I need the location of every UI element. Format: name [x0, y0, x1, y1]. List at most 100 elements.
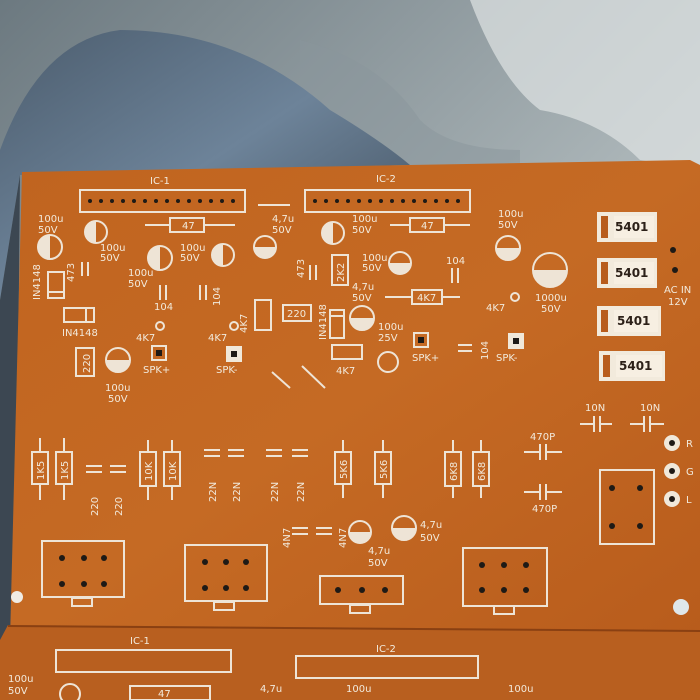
cap-10n-b: 10N [630, 403, 664, 432]
cap-470p-b: 470P [524, 484, 562, 515]
cap-100u-4: 100u 50V [180, 243, 235, 267]
svg-text:4K7: 4K7 [208, 333, 227, 344]
input-connector: R G L [599, 435, 694, 545]
svg-text:IC-1: IC-1 [150, 176, 170, 187]
spk-plus-left: SPK+ [143, 345, 170, 376]
svg-text:100u: 100u [378, 322, 403, 333]
svg-text:5401: 5401 [615, 266, 648, 280]
svg-text:IN4148: IN4148 [32, 264, 43, 300]
cap-104-a: 104 [154, 285, 173, 313]
svg-text:1000u: 1000u [535, 293, 567, 304]
resistor-1k5-b: 1K5 [55, 438, 73, 500]
svg-text:12V: 12V [668, 297, 688, 308]
resistor-5k6-b: 5K6 [374, 440, 392, 498]
resistor-10k-b: 10K [163, 440, 181, 500]
svg-text:L: L [686, 495, 692, 506]
spk-minus-left: SPK- [216, 346, 242, 376]
svg-text:104: 104 [480, 341, 491, 360]
svg-text:22N: 22N [208, 482, 219, 502]
cap-220-a: 220 [86, 465, 102, 516]
pot-footprint-1 [41, 540, 125, 607]
svg-text:5401: 5401 [617, 314, 650, 328]
svg-text:SPK+: SPK+ [143, 365, 170, 376]
cap-470p-a: 470P [524, 432, 562, 460]
cap-4u7-4: 4,7u 50V [391, 515, 442, 544]
svg-text:100u: 100u [508, 684, 533, 695]
resistor-47-a: 47 [145, 217, 235, 233]
svg-text:50V: 50V [541, 304, 561, 315]
diode-in4148-c: IN4148 [318, 304, 345, 340]
pot-footprint-4 [462, 547, 548, 615]
svg-text:IN4148: IN4148 [318, 304, 329, 340]
svg-text:4,7u: 4,7u [272, 214, 294, 225]
svg-text:100u: 100u [346, 684, 371, 695]
svg-text:50V: 50V [8, 686, 28, 697]
cap-100u-2: 100u 50V [84, 220, 125, 264]
svg-text:1K5: 1K5 [36, 461, 47, 480]
cap-100u-8: 100u 50V [105, 347, 131, 405]
svg-text:5401: 5401 [615, 220, 648, 234]
resistor-4k7-a: 4K7 [385, 289, 460, 305]
svg-text:4K7: 4K7 [239, 314, 250, 333]
svg-text:AC IN: AC IN [664, 285, 691, 296]
svg-text:50V: 50V [128, 279, 148, 290]
svg-text:22N: 22N [270, 482, 281, 502]
resistor-2k2: 2K2 [331, 254, 349, 286]
cap-22n-b: 22N [228, 449, 244, 502]
svg-text:100u: 100u [352, 214, 377, 225]
svg-text:100u: 100u [362, 253, 387, 264]
ic2-footprint-second: IC-2 [295, 644, 479, 679]
cap-473-mid: 473 [296, 259, 317, 280]
svg-text:IC-2: IC-2 [376, 644, 396, 655]
cap-100u-6: 100u 50V [495, 209, 523, 261]
svg-text:5K6: 5K6 [379, 460, 390, 479]
cap-10n-a: 10N [580, 403, 612, 432]
svg-text:473: 473 [296, 259, 307, 278]
ic1-footprint-second: IC-1 [55, 636, 232, 673]
svg-text:4,7u: 4,7u [420, 520, 442, 531]
spk-plus-right: SPK+ [412, 332, 439, 364]
svg-text:473: 473 [66, 263, 77, 282]
resistor-6k8-b: 6K8 [472, 440, 490, 498]
svg-text:100u: 100u [498, 209, 523, 220]
svg-text:220: 220 [114, 497, 125, 516]
resistor-6k8-a: 6K8 [444, 440, 462, 498]
svg-text:50V: 50V [362, 263, 382, 274]
cap-4n7-a: 4N7 [282, 527, 308, 548]
denim-leg [0, 30, 410, 300]
resistor-4k7-b: 4K7 [331, 344, 363, 377]
svg-text:IC-2: IC-2 [376, 174, 396, 185]
cap-4u7-2: 4,7u 50V [349, 282, 375, 331]
svg-text:50V: 50V [100, 253, 120, 264]
ic1-footprint: IC-1 [79, 176, 246, 213]
svg-text:SPK-: SPK- [496, 353, 518, 364]
svg-text:6K8: 6K8 [449, 462, 460, 481]
svg-text:50V: 50V [38, 225, 58, 236]
svg-text:470P: 470P [532, 504, 557, 515]
regulator-5401-2: 5401 [597, 258, 657, 288]
svg-text:R: R [686, 439, 693, 450]
regulator-5401-4: 5401 [599, 351, 665, 381]
regulator-5401-3: 5401 [597, 306, 661, 336]
svg-text:4K7: 4K7 [486, 303, 505, 314]
mount-hole-left [11, 591, 23, 603]
pcb-board-second [0, 625, 700, 700]
resistor-47-b: 47 [390, 217, 470, 233]
svg-text:100u: 100u [180, 243, 205, 254]
cap-22n-a: 22N [204, 449, 220, 502]
svg-text:220: 220 [90, 497, 101, 516]
resistor-5k6-a: 5K6 [334, 440, 352, 498]
svg-text:2K2: 2K2 [336, 263, 347, 282]
svg-text:4N7: 4N7 [338, 528, 349, 548]
svg-text:IN4148: IN4148 [62, 328, 98, 339]
svg-text:10K: 10K [144, 461, 155, 481]
svg-text:50V: 50V [352, 293, 372, 304]
svg-text:47: 47 [158, 689, 171, 700]
ic2-footprint: IC-2 [304, 174, 471, 213]
svg-text:4K7: 4K7 [136, 333, 155, 344]
svg-text:5K6: 5K6 [339, 460, 350, 479]
pot-footprint-3 [319, 575, 404, 614]
cap-4n7-b: 4N7 [316, 527, 349, 548]
svg-text:220: 220 [287, 309, 306, 320]
spk-minus-right: SPK- [496, 333, 524, 364]
